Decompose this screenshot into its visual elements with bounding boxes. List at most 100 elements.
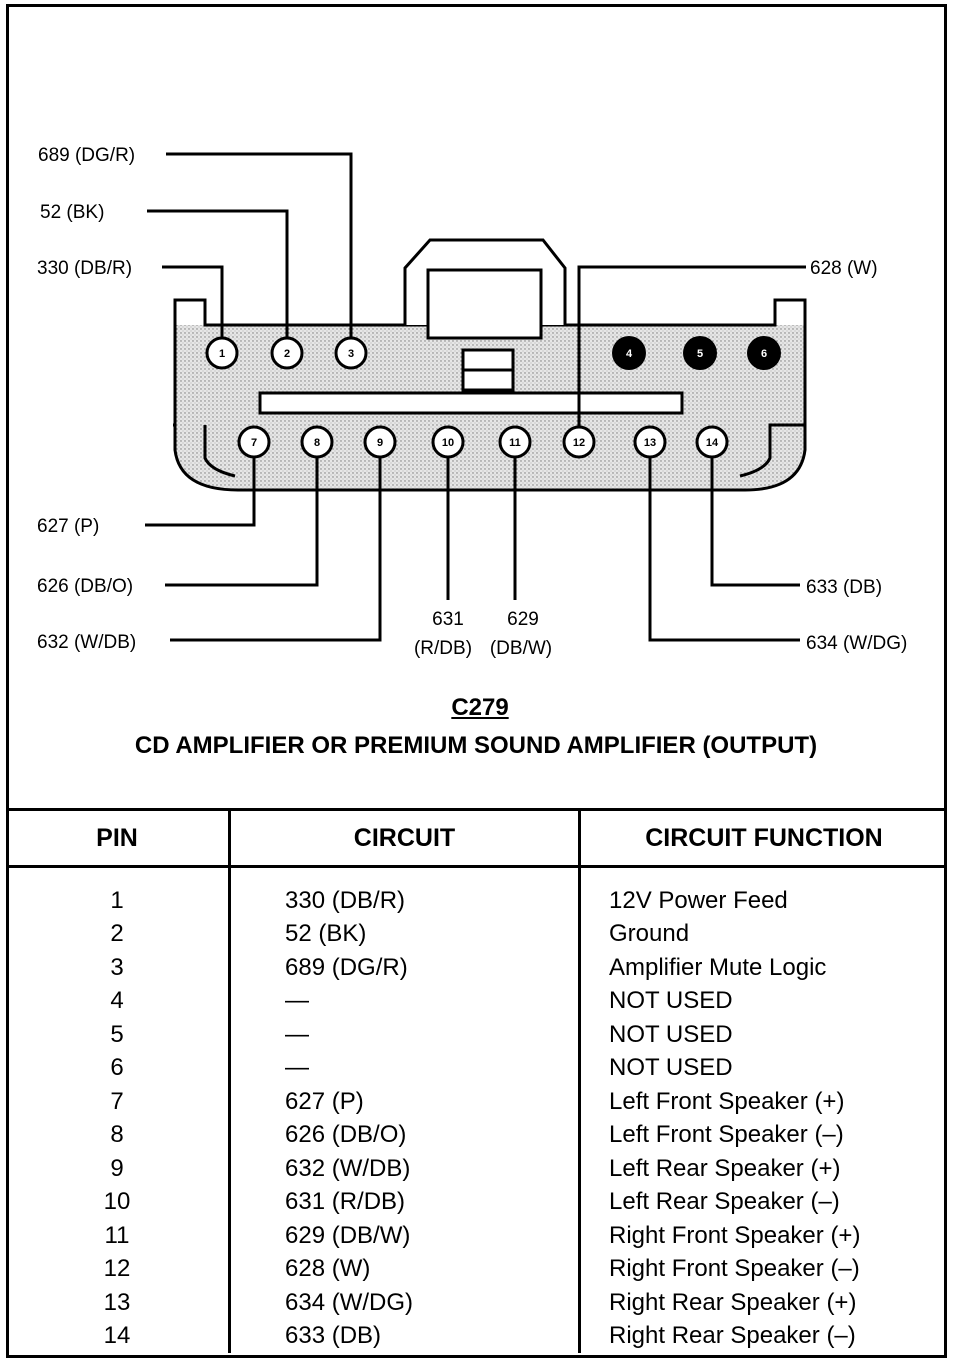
pin-14: 14 xyxy=(695,425,729,459)
pin-table: PIN CIRCUIT CIRCUIT FUNCTION 1 330 (DB/R)… xyxy=(6,808,947,1353)
pin-circles: 1 2 3 4 5 6 7 8 9 10 11 12 13 14 xyxy=(205,336,781,459)
wire-label-pin-1: 330 (DB/R) xyxy=(37,258,132,279)
pin-4: 4 xyxy=(612,336,646,370)
table-row: 12 628 (W)Right Front Speaker (–) xyxy=(6,1252,947,1286)
svg-text:4: 4 xyxy=(626,348,633,360)
wire-label-pin-13: 634 (W/DG) xyxy=(806,633,907,654)
row-function: NOT USED xyxy=(578,1018,947,1052)
pin-1: 1 xyxy=(205,336,239,370)
row-pin: 8 xyxy=(110,1121,124,1149)
row-function: Amplifier Mute Logic xyxy=(578,951,947,985)
wire-label-pin-11-number: 629 xyxy=(507,609,539,630)
wire-label-pin-11-color: (DB/W) xyxy=(490,638,552,659)
svg-text:10: 10 xyxy=(442,437,454,449)
row-function: Right Front Speaker (+) xyxy=(578,1219,947,1253)
row-circuit: 626 (DB/O) xyxy=(228,1118,580,1152)
connector-diagram: 1 2 3 4 5 6 7 8 9 10 11 12 13 14 689 (DG… xyxy=(37,145,907,659)
pin-2: 2 xyxy=(270,336,304,370)
row-function: Ground xyxy=(578,917,947,951)
row-circuit: 631 (R/DB) xyxy=(228,1185,580,1219)
table-header-row: PIN CIRCUIT CIRCUIT FUNCTION xyxy=(6,808,947,868)
row-pin: 10 xyxy=(103,1188,131,1216)
row-pin: 7 xyxy=(110,1087,124,1115)
pin-5: 5 xyxy=(683,336,717,370)
row-pin: 1 xyxy=(110,886,124,914)
wire-label-pin-7: 627 (P) xyxy=(37,516,99,537)
row-circuit: 628 (W) xyxy=(228,1252,580,1286)
page-frame xyxy=(6,4,947,1358)
row-pin: 14 xyxy=(103,1322,131,1350)
row-circuit: 629 (DB/W) xyxy=(228,1219,580,1253)
table-row: 9 632 (W/DB)Left Rear Speaker (+) xyxy=(6,1152,947,1186)
wire-label-pin-10-number: 631 xyxy=(432,609,464,630)
wire-labels: 689 (DG/R) 52 (BK) 330 (DB/R) 628 (W) 62… xyxy=(37,145,907,659)
pin-9: 9 xyxy=(363,425,397,459)
wire-lines xyxy=(145,152,806,642)
row-circuit: — xyxy=(228,984,580,1018)
pin-3: 3 xyxy=(334,336,368,370)
row-function: NOT USED xyxy=(578,984,947,1018)
svg-text:13: 13 xyxy=(644,437,656,449)
svg-text:5: 5 xyxy=(697,348,703,360)
wire-label-pin-3: 689 (DG/R) xyxy=(38,145,135,166)
svg-text:12: 12 xyxy=(573,437,585,449)
header-circuit: CIRCUIT xyxy=(228,808,580,868)
pin-8: 8 xyxy=(300,425,334,459)
row-function: Right Front Speaker (–) xyxy=(578,1252,947,1286)
pin-11: 11 xyxy=(498,425,532,459)
pin-7: 7 xyxy=(237,425,271,459)
header-circuit-function: CIRCUIT FUNCTION xyxy=(578,808,947,868)
row-pin: 4 xyxy=(110,987,124,1015)
wire-label-pin-14: 633 (DB) xyxy=(806,577,882,598)
svg-text:9: 9 xyxy=(377,437,383,449)
row-function: Left Front Speaker (–) xyxy=(578,1118,947,1152)
wire-label-pin-8: 626 (DB/O) xyxy=(37,576,133,597)
row-pin: 12 xyxy=(103,1255,131,1283)
pin-10: 10 xyxy=(431,425,465,459)
row-function: Left Rear Speaker (–) xyxy=(578,1185,947,1219)
wire-label-pin-2: 52 (BK) xyxy=(40,202,104,223)
table-row: 5—NOT USED xyxy=(6,1018,947,1052)
pin-12: 12 xyxy=(562,425,596,459)
table-row: 6—NOT USED xyxy=(6,1051,947,1085)
row-function: Right Rear Speaker (–) xyxy=(578,1319,947,1353)
svg-text:3: 3 xyxy=(348,348,354,360)
row-pin: 6 xyxy=(110,1054,124,1082)
svg-text:1: 1 xyxy=(219,348,225,360)
svg-text:14: 14 xyxy=(706,437,719,449)
table-row: 1 330 (DB/R)12V Power Feed xyxy=(6,866,947,918)
row-circuit: — xyxy=(228,1051,580,1085)
row-circuit: 627 (P) xyxy=(228,1085,580,1119)
svg-text:7: 7 xyxy=(251,437,257,449)
wire-label-pin-10-color: (R/DB) xyxy=(414,638,472,659)
row-pin: 11 xyxy=(104,1221,130,1249)
table-row: 11 629 (DB/W)Right Front Speaker (+) xyxy=(6,1219,947,1253)
row-function: Left Rear Speaker (+) xyxy=(578,1152,947,1186)
row-circuit: 633 (DB) xyxy=(228,1319,580,1353)
pin-6: 6 xyxy=(747,336,781,370)
row-pin: 9 xyxy=(110,1154,124,1182)
svg-text:6: 6 xyxy=(761,348,767,360)
table-row: 10 631 (R/DB)Left Rear Speaker (–) xyxy=(6,1185,947,1219)
row-circuit: 330 (DB/R) xyxy=(228,866,580,918)
row-function: 12V Power Feed xyxy=(578,866,947,918)
svg-text:2: 2 xyxy=(284,348,290,360)
pin-13: 13 xyxy=(633,425,667,459)
row-pin: 2 xyxy=(110,920,124,948)
connector-id: C279 xyxy=(451,694,509,721)
table-row: 8 626 (DB/O)Left Front Speaker (–) xyxy=(6,1118,947,1152)
connector-title: CD AMPLIFIER OR PREMIUM SOUND AMPLIFIER … xyxy=(134,732,818,759)
row-function: Right Rear Speaker (+) xyxy=(578,1286,947,1320)
row-circuit: — xyxy=(228,1018,580,1052)
wire-label-pin-12: 628 (W) xyxy=(810,258,878,279)
svg-text:8: 8 xyxy=(314,437,320,449)
row-pin: 3 xyxy=(110,953,124,981)
wire-label-pin-9: 632 (W/DB) xyxy=(37,632,136,653)
row-circuit: 632 (W/DB) xyxy=(228,1152,580,1186)
header-pin: PIN xyxy=(6,808,230,868)
table-row: 14 633 (DB)Right Rear Speaker (–) xyxy=(6,1319,947,1353)
